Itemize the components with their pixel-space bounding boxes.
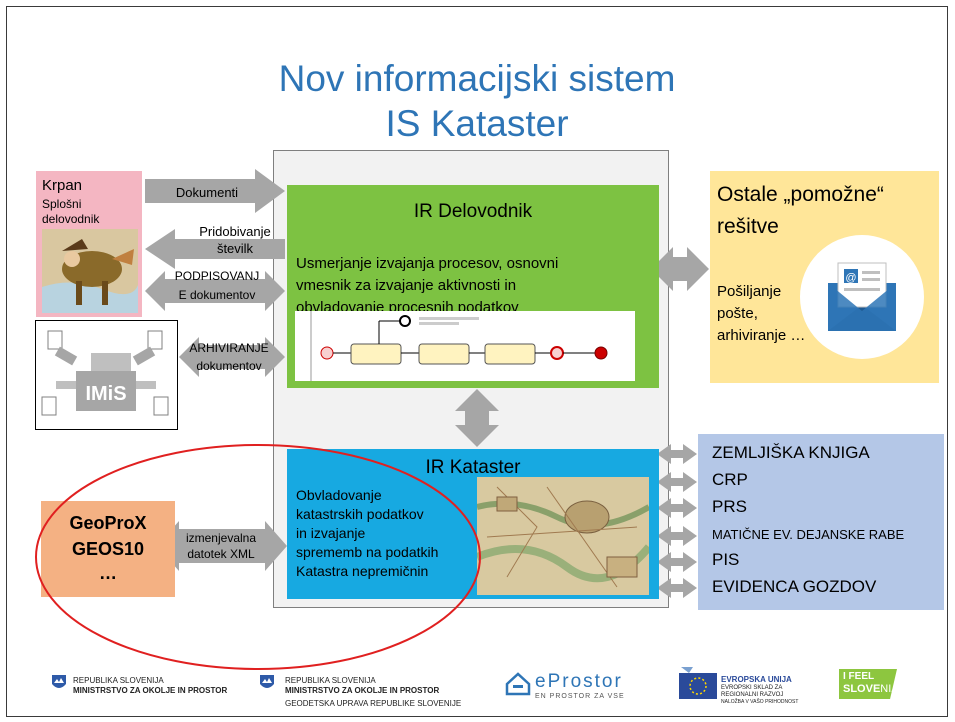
eu-line-2: EVROPSKI SKLAD ZA bbox=[721, 685, 783, 691]
ostale-text-1: Pošiljanje bbox=[717, 283, 782, 300]
slovenia-text: SLOVENIA bbox=[843, 683, 897, 695]
ifeel-text: I FEEL bbox=[843, 671, 875, 682]
connector-arrows bbox=[145, 169, 709, 598]
kataster-text-4: sprememb na podatkih bbox=[296, 544, 439, 560]
arrow-label-podpisovanje-2: E dokumentov bbox=[178, 288, 256, 302]
highlight-ellipse bbox=[35, 444, 481, 670]
ostale-text-2: pošte, bbox=[717, 305, 758, 322]
eprostor-logo-icon bbox=[505, 672, 531, 696]
delovodnik-text-1: Usmerjanje izvajanja procesov, osnovni bbox=[296, 255, 559, 272]
arrow-pridobivanje bbox=[145, 229, 285, 269]
footer-ministry2-line3: GEODETSKA UPRAVA REPUBLIKE SLOVENIJE bbox=[285, 699, 462, 708]
kataster-heading: IR Kataster bbox=[425, 457, 521, 478]
title-line-2: IS Kataster bbox=[385, 103, 569, 144]
footer-ministry2-line2: MINISTRSTVO ZA OKOLJE IN PROSTOR bbox=[285, 686, 440, 695]
slovenia-crest-icon-2 bbox=[260, 675, 274, 688]
kataster-text-5: Katastra nepremičnin bbox=[296, 563, 429, 579]
delovodnik-box: IR Delovodnik Usmerjanje izvajanja proce… bbox=[287, 185, 659, 388]
arrow-label-xml-1: izmenjevalna bbox=[185, 531, 257, 545]
footer-ministry1-line1: REPUBLIKA SLOVENIJA bbox=[73, 676, 164, 685]
ostale-text-3: arhiviranje … bbox=[717, 327, 806, 344]
geoprox-box: GeoProX GEOS10 … bbox=[41, 501, 175, 597]
external-item-crp: CRP bbox=[712, 470, 748, 489]
email-envelope-icon: @ bbox=[800, 235, 924, 359]
external-item-evidenca-gozdov: EVIDENCA GOZDOV bbox=[712, 577, 877, 596]
arrow-dokumenti bbox=[145, 169, 285, 213]
kataster-text-2: katastrskih podatkov bbox=[296, 506, 424, 522]
eprostor-logo-text: eProstor bbox=[535, 671, 623, 692]
krpan-title: Krpan bbox=[42, 177, 83, 194]
geoprox-line-3: … bbox=[99, 563, 117, 583]
external-item-zemljiska-knjiga: ZEMLJIŠKA KNJIGA bbox=[712, 443, 870, 462]
process-diagram-icon bbox=[295, 311, 635, 381]
ostale-heading-2: rešitve bbox=[717, 215, 779, 238]
krpan-subtitle-1: Splošni bbox=[42, 197, 82, 211]
arrow-label-arhiviranje-2: dokumentov bbox=[196, 359, 262, 373]
arrow-label-dokumenti: Dokumenti bbox=[175, 185, 239, 200]
eu-flag-icon bbox=[679, 667, 717, 699]
arrow-label-pridobivanje-1: Pridobivanje bbox=[199, 224, 271, 239]
ostale-box: Ostale „pomožne“ rešitve Pošiljanje pošt… bbox=[710, 171, 939, 383]
external-item-prs: PRS bbox=[712, 497, 747, 516]
delovodnik-text-2: vmesnik za izvajanje aktivnosti in bbox=[296, 277, 517, 294]
eu-line-3: REGIONALNI RAZVOJ bbox=[721, 692, 784, 698]
krpan-illustration-icon bbox=[42, 229, 138, 313]
slovenia-text-a: SLOVE bbox=[843, 683, 881, 695]
arrow-label-xml-2: datotek XML bbox=[187, 547, 255, 561]
slide: Nov informacijski sistem IS Kataster Krp… bbox=[6, 6, 948, 717]
krpan-subtitle-2: delovodnik bbox=[42, 212, 100, 226]
arrow-vertical bbox=[455, 389, 499, 447]
geoprox-line-2: GEOS10 bbox=[71, 539, 145, 559]
arrow-arhiviranje bbox=[179, 337, 285, 377]
footer-ministry1-line2: MINISTRSTVO ZA OKOLJE IN PROSTOR bbox=[73, 686, 228, 695]
cadastral-map-icon bbox=[477, 477, 649, 595]
ostale-heading-1: Ostale „pomožne“ bbox=[717, 183, 884, 206]
arrow-label-pridobivanje-2: številk bbox=[216, 241, 254, 256]
kataster-box: IR Kataster Obvladovanje katastrskih pod… bbox=[287, 449, 659, 599]
footer-ministry2-line1: REPUBLIKA SLOVENIJA bbox=[285, 676, 376, 685]
slovenia-crest-icon-1 bbox=[52, 675, 66, 688]
external-item-pis: PIS bbox=[712, 550, 740, 569]
krpan-box: Krpan Splošni delovodnik bbox=[36, 171, 142, 317]
title-line-1: Nov informacijski sistem bbox=[278, 58, 676, 99]
ifeelslovenia-logo: I FEEL SLOVENIA bbox=[839, 669, 897, 699]
eprostor-logo-subtitle: EN PROSTOR ZA VSE bbox=[535, 693, 625, 700]
imis-logo-text: IMiS bbox=[85, 383, 126, 405]
delovodnik-heading: IR Delovodnik bbox=[413, 201, 533, 222]
external-item-maticne-ev: MATIČNE EV. DEJANSKE RABE bbox=[712, 527, 905, 542]
svg-text:@: @ bbox=[845, 272, 856, 284]
eu-line-1: EVROPSKA UNIJA bbox=[721, 675, 792, 684]
arrow-podpisovanje bbox=[145, 271, 285, 311]
arrow-ostale bbox=[651, 247, 709, 291]
arrow-label-arhiviranje-1: ARHIVIRANJE bbox=[189, 341, 269, 355]
imis-box: IMiS bbox=[35, 320, 178, 430]
geoprox-line-1: GeoProX bbox=[69, 513, 147, 533]
arrow-label-podpisovanje-1: PODPISOVANJ bbox=[174, 269, 260, 283]
arrow-xml bbox=[157, 521, 287, 571]
eu-line-4: NALOŽBA V VAŠO PRIHODNOST bbox=[721, 699, 799, 705]
kataster-text-1: Obvladovanje bbox=[296, 487, 382, 503]
imis-logo-icon: IMiS bbox=[41, 330, 169, 416]
kataster-text-3: in izvajanje bbox=[296, 525, 366, 541]
external-systems-box: ZEMLJIŠKA KNJIGA CRP PRS MATIČNE EV. DEJ… bbox=[698, 434, 944, 610]
